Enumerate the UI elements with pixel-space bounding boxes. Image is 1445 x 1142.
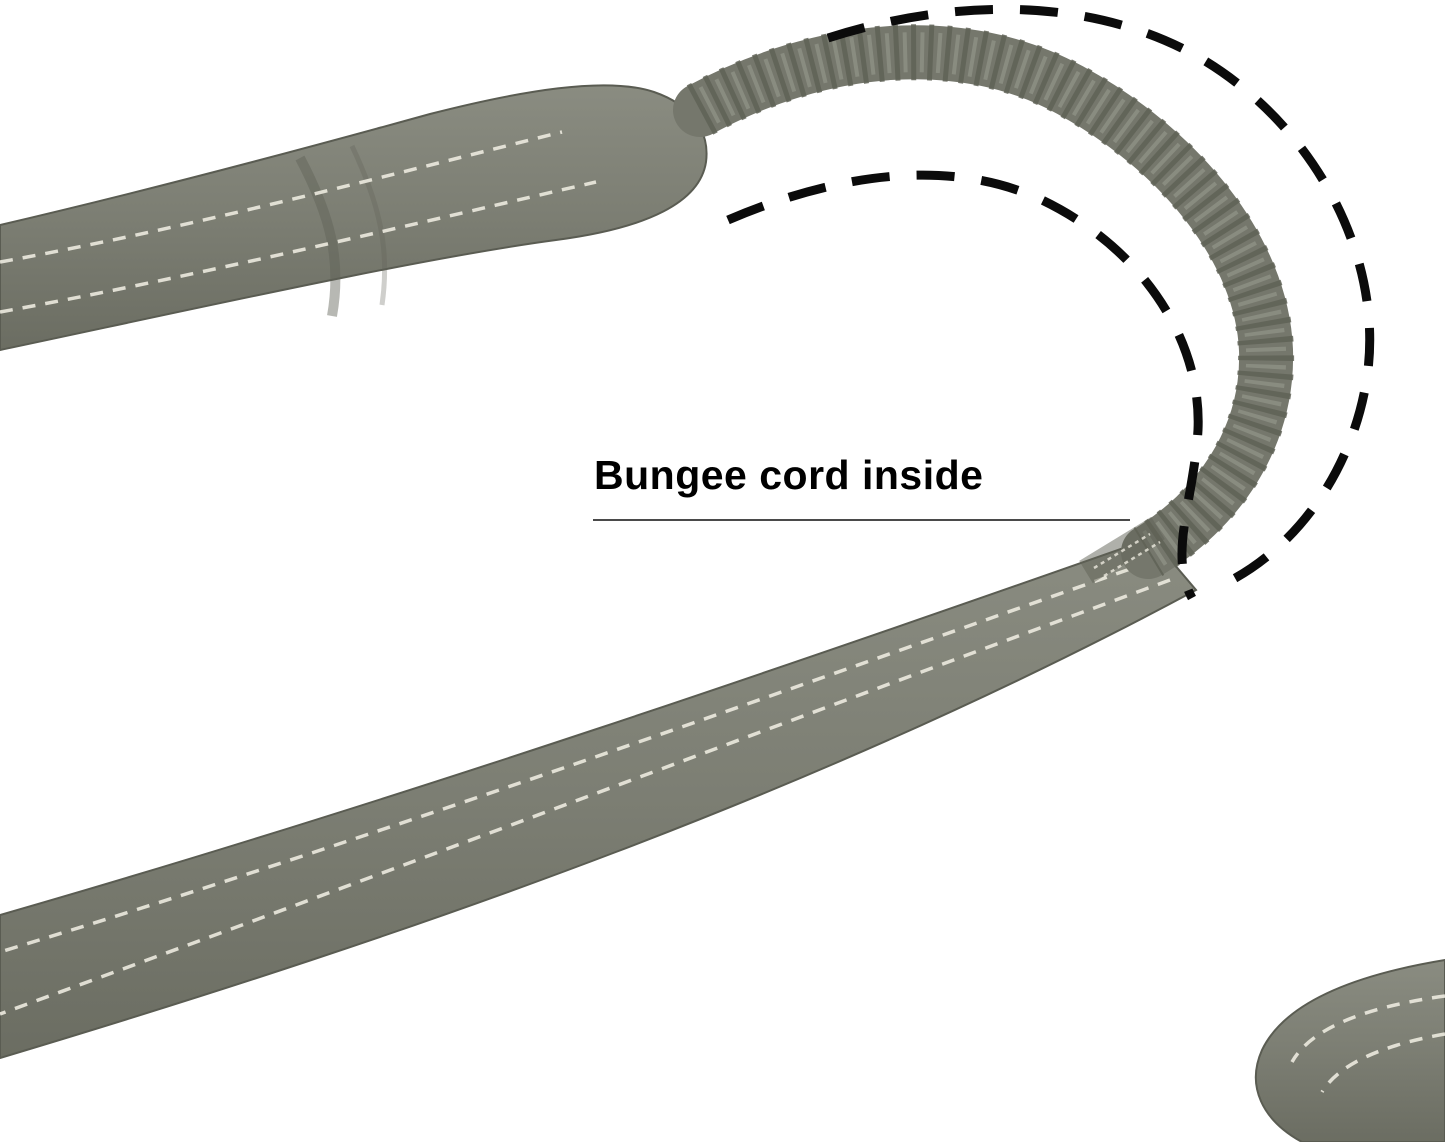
stitch-line: [0, 578, 1171, 1016]
fold-shadow: [295, 155, 341, 317]
stitch-line: [1290, 994, 1445, 1063]
stretch-guide-arc-inner: [726, 170, 1203, 601]
bungee-ribs-dark: [686, 24, 1295, 577]
bungee-ribs-light: [690, 32, 1287, 570]
leash-strap-bottom-right: [1254, 958, 1445, 1142]
leash-strap-middle: [0, 536, 1198, 1060]
leash-strap-bottom-right-body: [1254, 958, 1445, 1142]
annotation-underline: [593, 519, 1130, 521]
fold-shadow: [349, 144, 388, 306]
stretch-guide-arc-outer: [826, 4, 1375, 587]
bungee-section: [673, 24, 1295, 584]
stretch-guide-arcs: [726, 4, 1375, 601]
stitch-line: [1320, 1032, 1445, 1093]
leash-handle-body: [0, 84, 708, 352]
stitch-line: [0, 180, 597, 314]
stitch-line: [0, 560, 1151, 954]
stitch-line: [0, 130, 563, 264]
leash-handle-loop: [0, 84, 708, 352]
leash-strap-middle-body: [0, 536, 1198, 1060]
bungee-junction-stitch-line: [1093, 532, 1161, 578]
bungee-annotation-label: Bungee cord inside: [594, 452, 984, 498]
